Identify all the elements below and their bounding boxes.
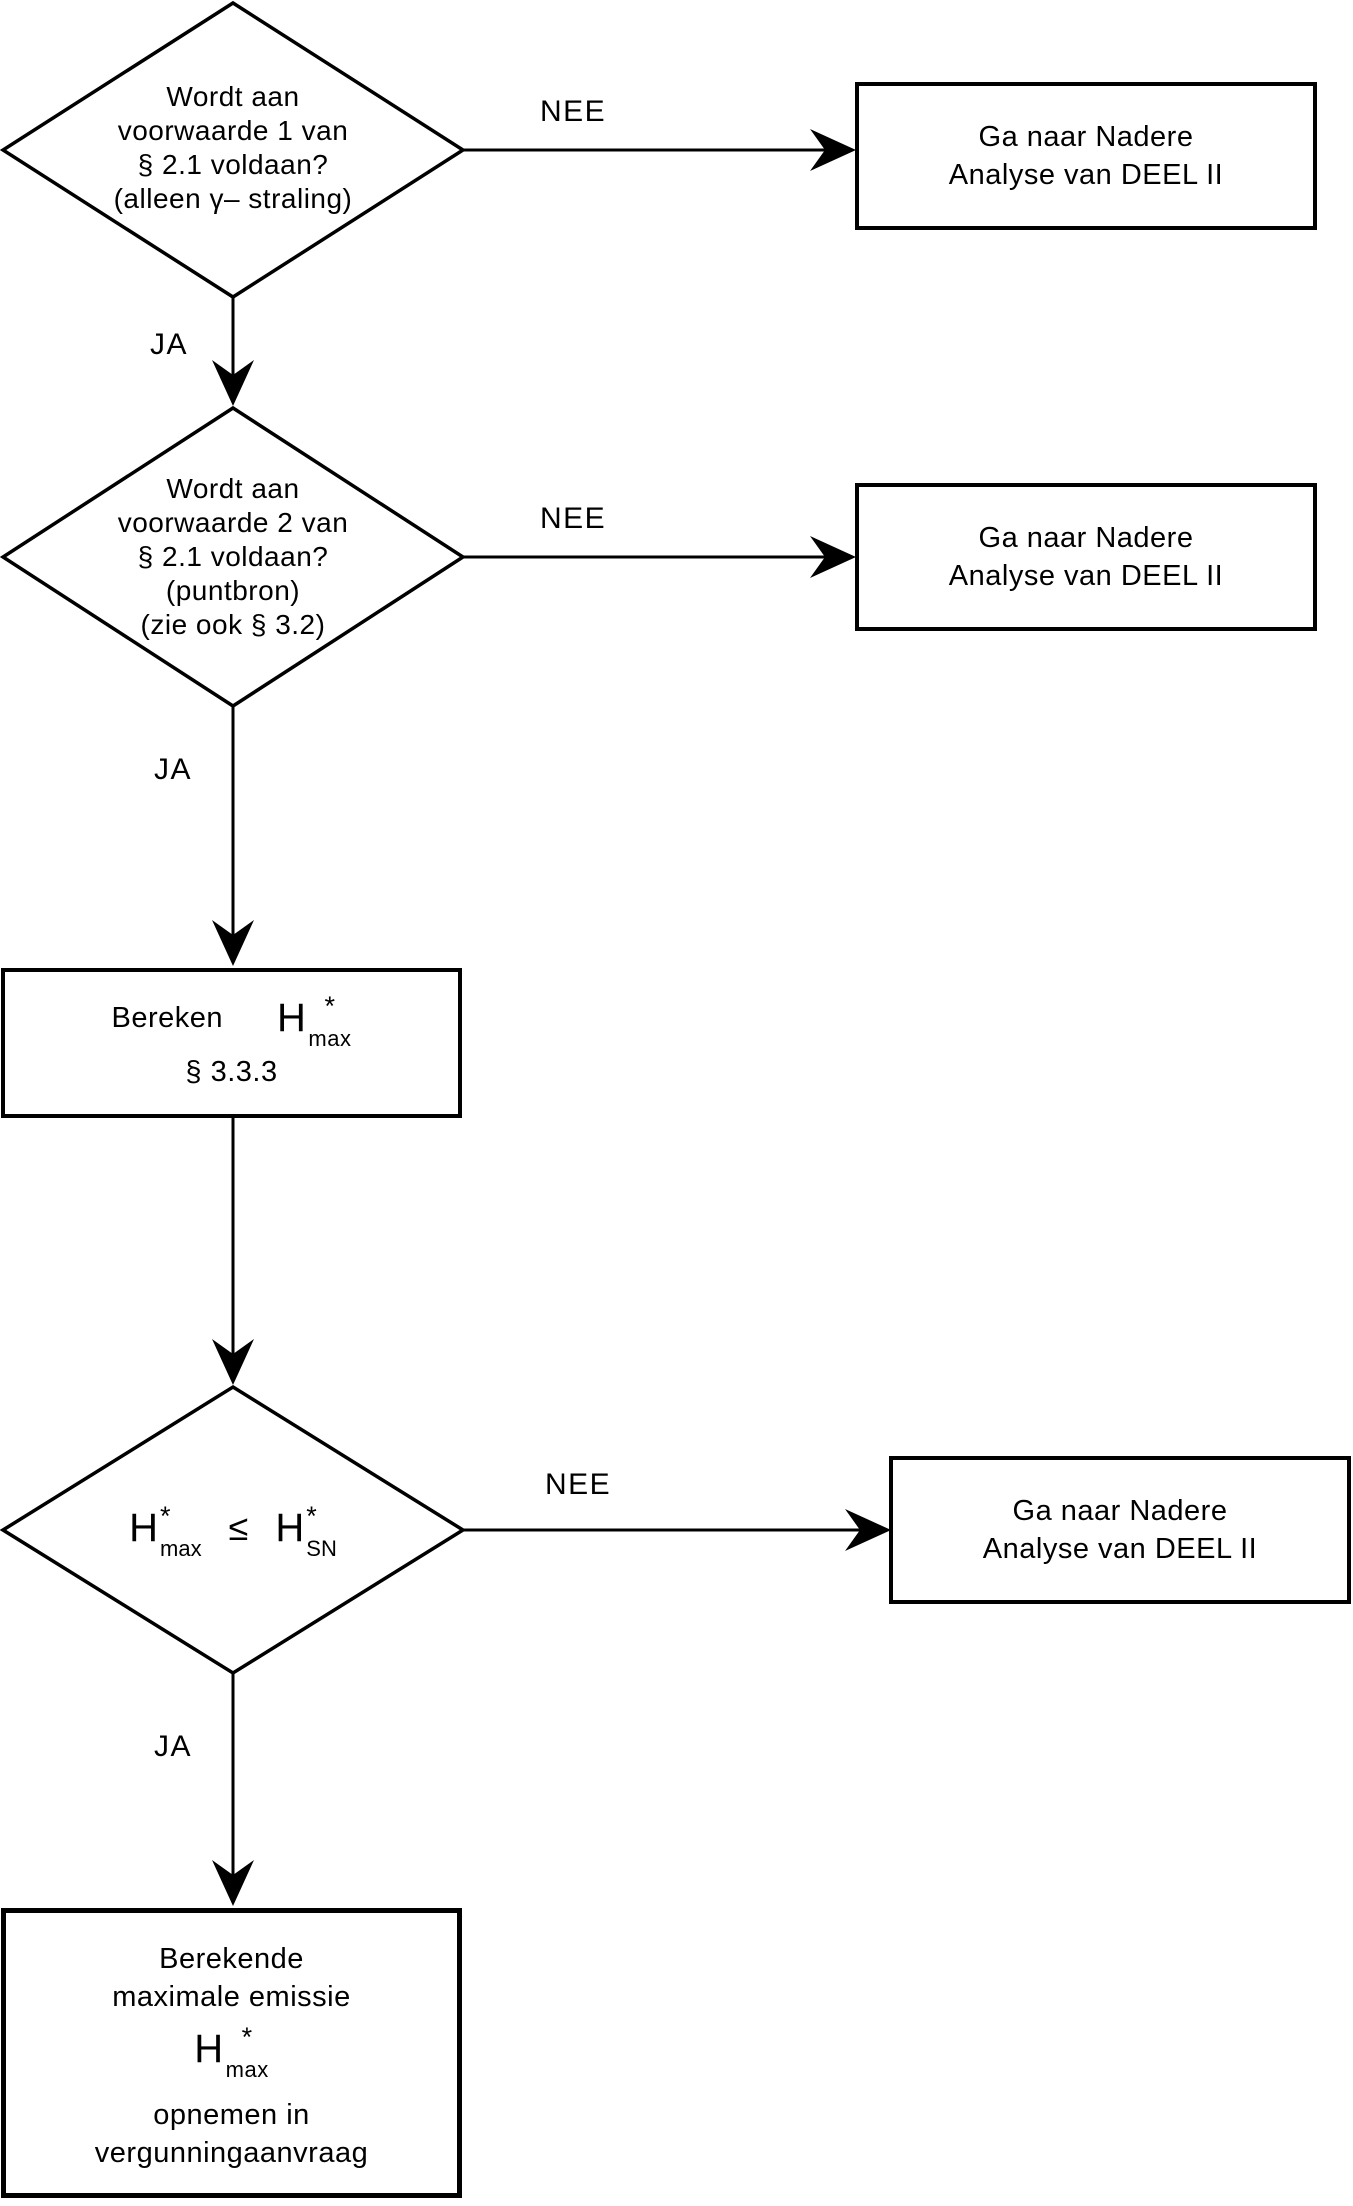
decision-voorwaarde-2-line-3: § 2.1 voldaan? xyxy=(137,541,329,572)
box-nadere-analyse-2-line-2: Analyse van DEEL II xyxy=(948,560,1224,592)
less-equal-operator: ≤ xyxy=(228,1507,249,1548)
bereken-hmax-superscript: * xyxy=(324,991,336,1021)
hsn-subscript: SN xyxy=(306,1536,337,1561)
final-hmax-term: H * max xyxy=(194,2022,269,2082)
box-final-emissie: Berekende maximale emissie H * max opnem… xyxy=(1,1908,462,2198)
hsn-scripts: * SN xyxy=(306,1501,337,1561)
arrow-nee-3-head xyxy=(845,1509,891,1551)
edge-label-nee-2: NEE xyxy=(540,502,607,535)
arrow-ja-2-head xyxy=(212,920,254,966)
hmax-scripts: * max xyxy=(160,1501,202,1561)
final-hmax-subscript: max xyxy=(225,2057,269,2082)
decision-voorwaarde-1-label: Wordt aan voorwaarde 1 van § 2.1 voldaan… xyxy=(13,80,453,216)
box-nadere-analyse-3-line-2: Analyse van DEEL II xyxy=(982,1533,1258,1565)
box-nadere-analyse-2-line-1: Ga naar Nadere xyxy=(978,522,1194,554)
arrow-nee-1-head xyxy=(810,129,856,171)
arrow-ja-3-head xyxy=(212,1860,254,1906)
final-line-2: maximale emissie xyxy=(112,1981,351,2013)
edge-label-ja-3: JA xyxy=(154,1730,193,1763)
bereken-hmax-subscript: max xyxy=(308,1026,352,1051)
decision-voorwaarde-1-line-4: (alleen γ– straling) xyxy=(113,183,353,214)
decision-voorwaarde-2-line-5: (zie ook § 3.2) xyxy=(140,609,326,640)
bereken-hmax-term: H * max xyxy=(277,991,352,1051)
box-bereken-line-1: Bereken H * max xyxy=(111,991,352,1051)
edge-label-nee-3: NEE xyxy=(545,1468,612,1501)
decision-voorwaarde-2-line-2: voorwaarde 2 van xyxy=(117,507,349,538)
box-nadere-analyse-1: Ga naar Nadere Analyse van DEEL II xyxy=(855,82,1317,230)
box-nadere-analyse-3-line-1: Ga naar Nadere xyxy=(1012,1495,1228,1527)
box-nadere-analyse-1-line-1: Ga naar Nadere xyxy=(978,121,1194,153)
hsn-base: H xyxy=(275,1506,305,1550)
final-hmax-base: H xyxy=(194,2027,224,2071)
box-nadere-analyse-1-line-2: Analyse van DEEL II xyxy=(948,159,1224,191)
arrow-nee-2-head xyxy=(810,536,856,578)
decision-voorwaarde-1-line-2: voorwaarde 1 van xyxy=(117,115,349,146)
box-nadere-analyse-3: Ga naar Nadere Analyse van DEEL II xyxy=(889,1456,1351,1604)
decision-voorwaarde-1-line-1: Wordt aan xyxy=(166,81,300,112)
bereken-verb: Bereken xyxy=(111,1002,224,1034)
bereken-hmax-base: H xyxy=(277,996,307,1040)
arrow-bereken-to-decision-head xyxy=(212,1339,254,1385)
edge-label-ja-1: JA xyxy=(150,328,189,361)
bereken-hmax-scripts: * max xyxy=(308,991,352,1051)
hmax-base: H xyxy=(129,1506,159,1550)
final-line-4: vergunningaanvraag xyxy=(94,2137,369,2169)
edge-label-nee-1: NEE xyxy=(540,95,607,128)
hsn-term: H * SN xyxy=(275,1501,337,1561)
final-hmax-scripts: * max xyxy=(225,2022,269,2082)
decision-voorwaarde-2-line-1: Wordt aan xyxy=(166,473,300,504)
final-line-1: Berekende xyxy=(159,1943,304,1975)
hmax-term: H * max xyxy=(129,1501,202,1561)
box-nadere-analyse-2: Ga naar Nadere Analyse van DEEL II xyxy=(855,483,1317,631)
bereken-section-ref: § 3.3.3 xyxy=(185,1056,278,1088)
decision-voorwaarde-1-line-3: § 2.1 voldaan? xyxy=(137,149,329,180)
decision-voorwaarde-2-line-4: (puntbron) xyxy=(165,575,301,606)
decision-voorwaarde-2-label: Wordt aan voorwaarde 2 van § 2.1 voldaan… xyxy=(13,472,453,642)
arrow-ja-1-head xyxy=(212,360,254,406)
final-hmax-superscript: * xyxy=(241,2022,253,2052)
box-bereken: Bereken H * max § 3.3.3 xyxy=(1,968,462,1118)
hmax-superscript: * xyxy=(160,1501,171,1531)
edge-label-ja-2: JA xyxy=(154,753,193,786)
hsn-superscript: * xyxy=(306,1501,317,1531)
decision-hmax-vs-hsn-label: H * max ≤ H * SN xyxy=(3,1501,463,1561)
final-line-3: opnemen in xyxy=(153,2099,310,2131)
hmax-subscript: max xyxy=(160,1536,202,1561)
